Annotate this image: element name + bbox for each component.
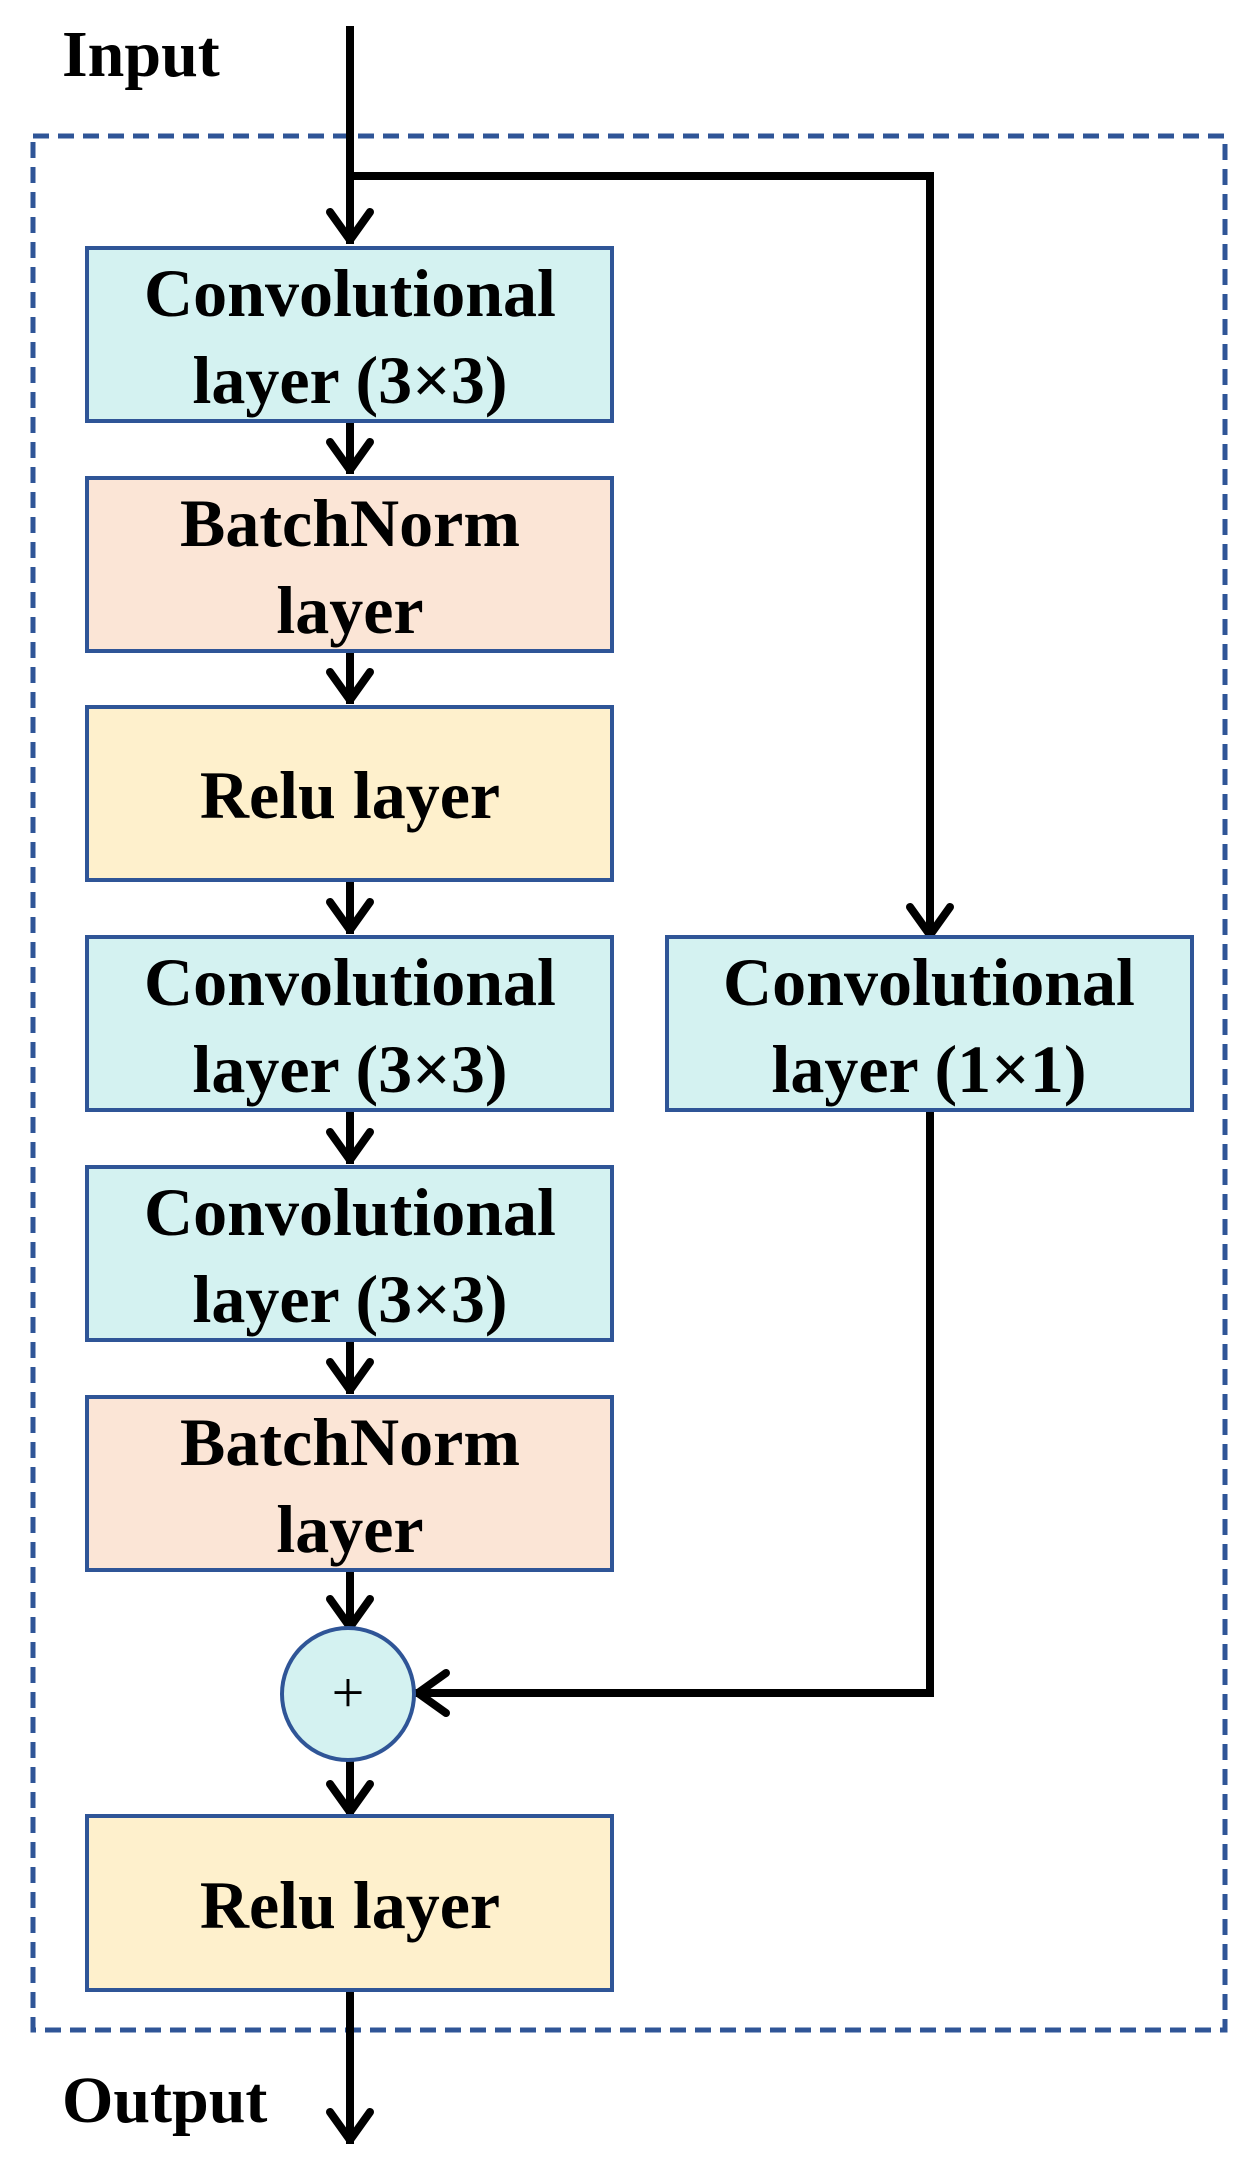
output-label: Output <box>62 2064 267 2137</box>
block-box <box>85 1395 614 1572</box>
arrowhead-4-5 <box>326 1128 374 1164</box>
block-relu-1: Relu layer <box>85 705 614 882</box>
block-label-line2: layer <box>276 572 423 648</box>
block-label-line1: Relu layer <box>200 1867 500 1943</box>
block-label-line1: Convolutional <box>144 944 556 1020</box>
block-label-line2: layer (1×1) <box>771 1031 1086 1107</box>
block-box <box>85 246 614 423</box>
block-box <box>85 476 614 653</box>
block-conv3x3-1: Convolutional layer (3×3) <box>85 246 614 423</box>
block-label-line2: layer <box>276 1491 423 1567</box>
block-label-line2: layer (3×3) <box>192 1261 507 1337</box>
input-label: Input <box>62 18 220 91</box>
residual-block-border <box>30 133 1228 2033</box>
block-label-line2: layer (3×3) <box>192 1031 507 1107</box>
block-relu-final: Relu layer <box>85 1814 614 1992</box>
shortcut-return-arrowhead <box>414 1669 450 1717</box>
plus-icon: + <box>332 1660 365 1725</box>
input-arrowhead <box>326 208 374 244</box>
block-box <box>85 1814 614 1992</box>
shortcut-line <box>346 172 934 939</box>
arrowhead-2-3 <box>326 668 374 704</box>
block-label-line2: layer (3×3) <box>192 342 507 418</box>
arrowhead-add-final <box>326 1780 374 1816</box>
block-box <box>85 935 614 1112</box>
block-label-line1: Convolutional <box>144 255 556 331</box>
block-conv3x3-2: Convolutional layer (3×3) <box>85 935 614 1112</box>
block-conv1x1-shortcut: Convolutional layer (1×1) <box>665 935 1194 1112</box>
arrowhead-5-6 <box>326 1358 374 1394</box>
block-label-line1: Convolutional <box>723 944 1135 1020</box>
block-conv3x3-3: Convolutional layer (3×3) <box>85 1165 614 1342</box>
block-label-line1: BatchNorm <box>180 1404 520 1480</box>
block-batchnorm-1: BatchNorm layer <box>85 476 614 653</box>
arrowhead-3-4 <box>326 898 374 934</box>
block-label-line1: Relu layer <box>200 757 500 833</box>
output-arrowhead <box>326 2108 374 2144</box>
add-circle <box>280 1626 416 1762</box>
block-box <box>85 1165 614 1342</box>
block-label-line1: BatchNorm <box>180 485 520 561</box>
block-batchnorm-2: BatchNorm layer <box>85 1395 614 1572</box>
add-node: + <box>280 1626 416 1762</box>
block-box <box>665 935 1194 1112</box>
arrowhead-1-2 <box>326 438 374 474</box>
shortcut-return-line <box>414 1106 934 1697</box>
block-box <box>85 705 614 882</box>
connectors <box>326 26 954 2144</box>
block-label-line1: Convolutional <box>144 1174 556 1250</box>
